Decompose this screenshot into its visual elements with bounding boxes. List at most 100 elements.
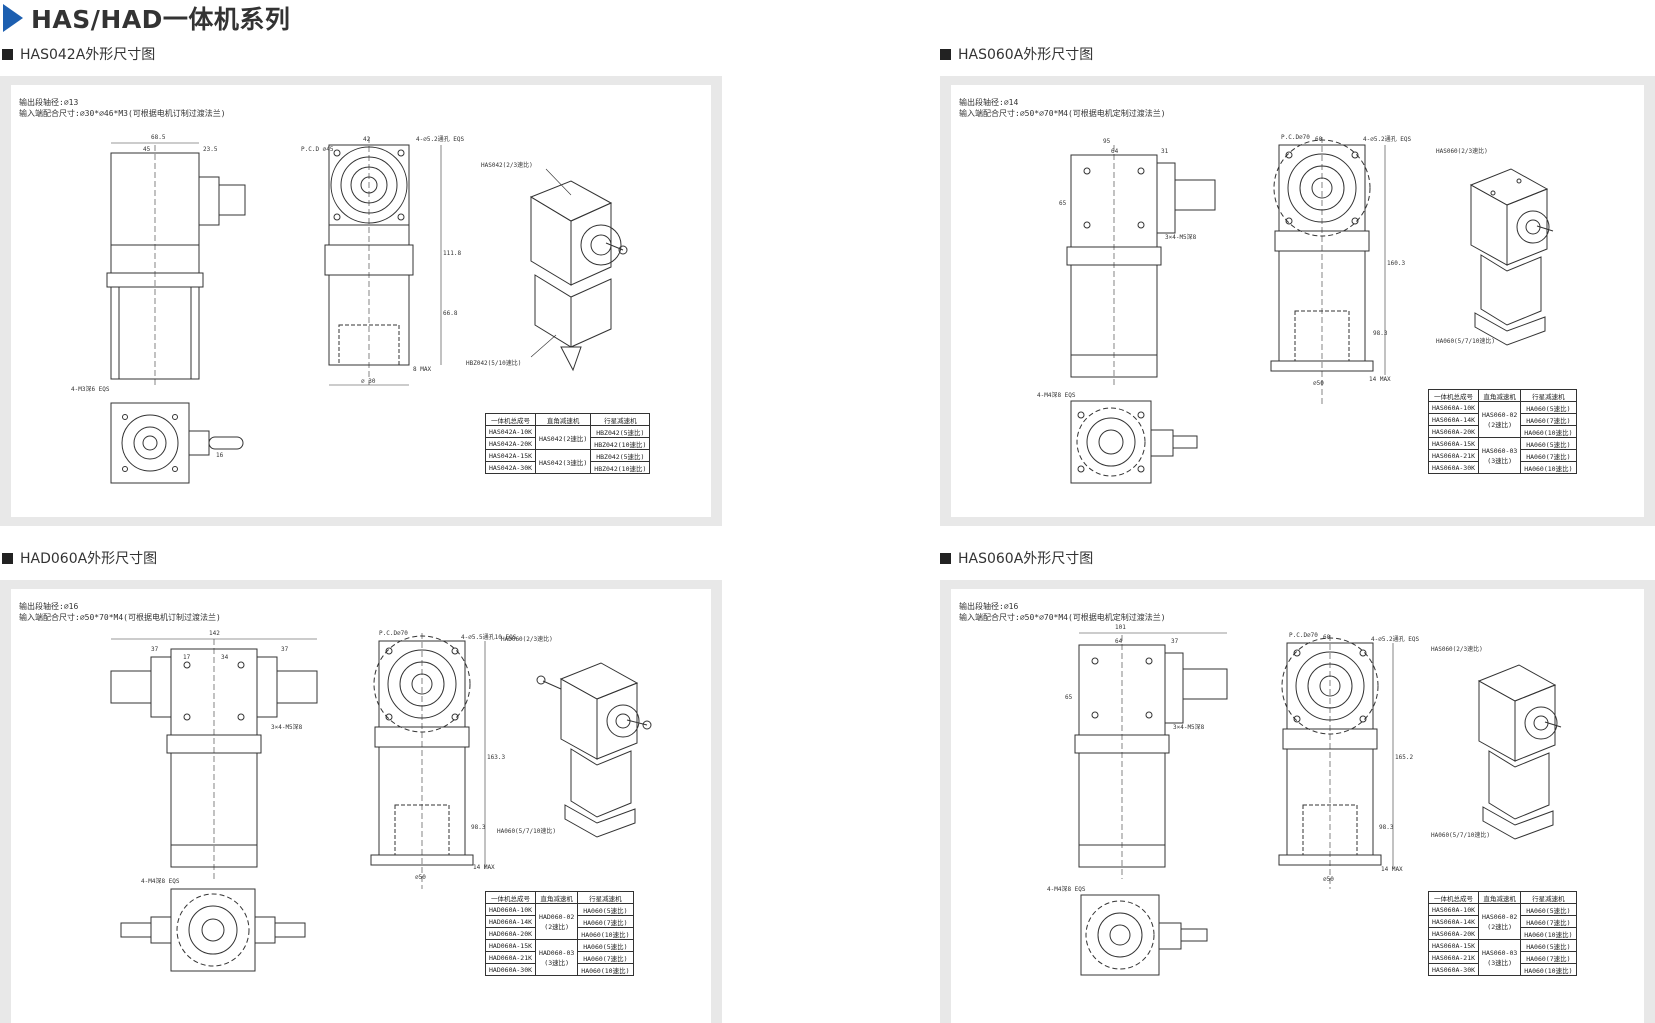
svg-text:4-∅5.5通孔10 EQS: 4-∅5.5通孔10 EQS: [461, 633, 517, 641]
drawing-sheet: 输出段轴径:∅13 输入端配合尺寸:∅30*∅46*M3(可根据电机订制过渡法兰…: [11, 85, 711, 517]
technical-drawing: 101 64 37 60 65 165.2 98.3 ∅50 14 MAX 3×…: [1047, 624, 1562, 976]
page-header: HAS/HAD一体机系列: [0, 0, 290, 36]
square-bullet-icon: [2, 48, 13, 60]
svg-text:65: 65: [1065, 694, 1073, 701]
svg-text:34: 34: [221, 654, 229, 661]
svg-text:P.C.D∅70: P.C.D∅70: [1289, 632, 1318, 639]
svg-text:65: 65: [1059, 200, 1067, 207]
svg-text:37: 37: [281, 646, 289, 653]
spec-table: 一体机总成号 直角减速机 行星减速机 HAS042A-10K HAS042(2速…: [484, 413, 651, 474]
table-header-row: 一体机总成号 直角减速机 行星减速机: [484, 413, 651, 426]
svg-text:P.C.D∅70: P.C.D∅70: [1281, 134, 1310, 141]
svg-text:64: 64: [1111, 148, 1119, 155]
svg-text:3×4-M5深8: 3×4-M5深8: [1173, 723, 1205, 731]
svg-text:HA060(5/7/10速比): HA060(5/7/10速比): [1436, 337, 1495, 345]
svg-text:23.5: 23.5: [203, 146, 218, 153]
section-title-4: HAS060A外形尺寸图: [940, 548, 1093, 568]
drawing-notes: 输出段轴径:∅14 输入端配合尺寸:∅50*∅70*M4(可根据电机定制过渡法兰…: [959, 98, 1166, 118]
square-bullet-icon: [940, 48, 951, 60]
section-title-1: HAS042A外形尺寸图: [2, 44, 155, 64]
svg-text:4-∅5.2通孔 EQS: 4-∅5.2通孔 EQS: [1371, 635, 1420, 643]
svg-text:4-M3深6 EQS: 4-M3深6 EQS: [71, 385, 110, 393]
svg-text:14 MAX: 14 MAX: [1369, 376, 1391, 383]
svg-text:163.3: 163.3: [487, 754, 505, 761]
svg-text:60: 60: [1315, 136, 1323, 143]
svg-text:142: 142: [209, 630, 220, 637]
svg-text:64: 64: [1115, 638, 1123, 645]
header-triangle-icon: [3, 4, 23, 32]
table-header-row: 一体机总成号 直角减速机 行星减速机: [484, 891, 634, 904]
svg-text:∅ 30: ∅ 30: [361, 378, 376, 385]
svg-text:16: 16: [216, 452, 224, 459]
svg-text:101: 101: [1115, 624, 1126, 631]
svg-text:HA060(5/7/10速比): HA060(5/7/10速比): [497, 827, 556, 835]
svg-text:3×4-M5深8: 3×4-M5深8: [1165, 233, 1197, 241]
svg-text:98.3: 98.3: [1373, 330, 1388, 337]
square-bullet-icon: [2, 552, 13, 564]
svg-text:111.8: 111.8: [443, 250, 461, 257]
drawing-sheet: 输出段轴径:∅16 输入端配合尺寸:∅50*∅70*M4(可根据电机定制过渡法兰…: [951, 589, 1644, 1023]
table-header-row: 一体机总成号 直角减速机 行星减速机: [1427, 891, 1577, 904]
table-row: HAS042A-10K HAS042(2速比) HBZ042(5速比): [484, 425, 651, 450]
svg-text:31: 31: [1161, 148, 1169, 155]
svg-text:66.8: 66.8: [443, 310, 458, 317]
table-row: HAS042A-15K HAS042(3速比) HBZ042(5速比): [484, 449, 651, 474]
svg-text:45: 45: [143, 146, 151, 153]
svg-text:68.5: 68.5: [151, 134, 166, 141]
drawing-panel-has042a: 输出段轴径:∅13 输入端配合尺寸:∅30*∅46*M3(可根据电机订制过渡法兰…: [0, 76, 722, 526]
svg-text:P.C.D∅70: P.C.D∅70: [379, 630, 408, 637]
svg-text:42: 42: [363, 136, 371, 143]
table-row: HAS042A-30K HBZ042(10速比): [484, 461, 651, 474]
svg-text:3×4-M5深8: 3×4-M5深8: [271, 723, 303, 731]
square-bullet-icon: [940, 552, 951, 564]
svg-text:160.3: 160.3: [1387, 260, 1405, 267]
drawing-panel-had060a: 输出段轴径:∅16 输入端配合尺寸:∅50*70*M4(可根据电机订制过渡法兰): [0, 580, 722, 1023]
drawing-notes: 输出段轴径:∅13 输入端配合尺寸:∅30*∅46*M3(可根据电机订制过渡法兰…: [19, 98, 226, 118]
svg-text:14 MAX: 14 MAX: [1381, 866, 1403, 873]
svg-text:HAS060(2/3速比): HAS060(2/3速比): [1431, 645, 1483, 653]
svg-text:∅50: ∅50: [1313, 380, 1324, 387]
svg-text:14 MAX: 14 MAX: [473, 864, 495, 871]
table-header-row: 一体机总成号 直角减速机 行星减速机: [1427, 389, 1577, 402]
drawing-sheet: 输出段轴径:∅14 输入端配合尺寸:∅50*∅70*M4(可根据电机定制过渡法兰…: [951, 85, 1644, 517]
drawing-panel-has060a-16: 输出段轴径:∅16 输入端配合尺寸:∅50*∅70*M4(可根据电机定制过渡法兰…: [940, 580, 1655, 1023]
drawing-sheet: 输出段轴径:∅16 输入端配合尺寸:∅50*70*M4(可根据电机订制过渡法兰): [11, 589, 711, 1023]
svg-text:95: 95: [1103, 138, 1111, 145]
svg-text:4-M4深8 EQS: 4-M4深8 EQS: [1047, 885, 1086, 893]
svg-text:37: 37: [151, 646, 159, 653]
svg-text:60: 60: [1323, 634, 1331, 641]
drawing-notes: 输出段轴径:∅16 输入端配合尺寸:∅50*∅70*M4(可根据电机定制过渡法兰…: [959, 602, 1166, 622]
svg-text:P.C.D ∅45: P.C.D ∅45: [301, 146, 334, 153]
svg-text:8 MAX: 8 MAX: [413, 366, 431, 373]
svg-text:4-M4深8 EQS: 4-M4深8 EQS: [141, 877, 180, 885]
section-title-3: HAD060A外形尺寸图: [2, 548, 157, 568]
svg-text:∅50: ∅50: [1323, 876, 1334, 883]
svg-text:HA060(5/7/10速比): HA060(5/7/10速比): [1431, 831, 1490, 839]
svg-text:HBZ042(5/10速比): HBZ042(5/10速比): [466, 359, 521, 367]
svg-text:HAD060(2/3速比): HAD060(2/3速比): [501, 635, 553, 643]
section-title-2: HAS060A外形尺寸图: [940, 44, 1093, 64]
svg-text:4-M4深8 EQS: 4-M4深8 EQS: [1037, 391, 1076, 399]
technical-drawing: 142 37 37 17 34 163.3 98.3 ∅50 14 MAX 3×…: [110, 630, 652, 972]
svg-text:17: 17: [183, 654, 191, 661]
svg-text:98.3: 98.3: [471, 824, 486, 831]
svg-text:4-∅5.2通孔 EQS: 4-∅5.2通孔 EQS: [416, 135, 465, 143]
drawing-panel-has060a: 输出段轴径:∅14 输入端配合尺寸:∅50*∅70*M4(可根据电机定制过渡法兰…: [940, 76, 1655, 526]
